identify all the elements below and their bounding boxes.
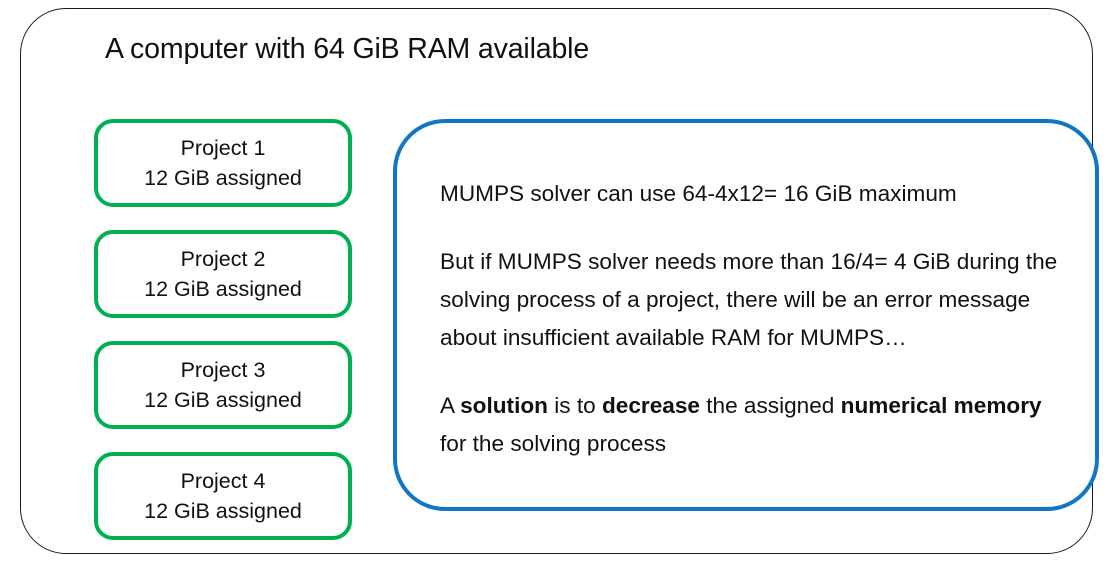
- solution-bold-numerical-memory: numerical memory: [840, 393, 1042, 418]
- project-box-2: Project 2 12 GiB assigned: [94, 230, 352, 318]
- note-paragraph-capacity: MUMPS solver can use 64-4x12= 16 GiB max…: [440, 181, 957, 206]
- solution-text-3: the assigned: [699, 393, 841, 418]
- solution-text-1: A: [440, 393, 461, 418]
- project-name: Project 3: [180, 358, 266, 382]
- mumps-note-container: MUMPS solver can use 64-4x12= 16 GiB max…: [393, 119, 1099, 511]
- note-paragraph-warning: But if MUMPS solver needs more than 16/4…: [440, 249, 1058, 350]
- mumps-note-body: MUMPS solver can use 64-4x12= 16 GiB max…: [440, 175, 1070, 463]
- project-name: Project 1: [180, 136, 266, 160]
- project-memory: 12 GiB assigned: [144, 499, 302, 523]
- solution-bold-solution: solution: [460, 393, 548, 418]
- note-paragraph-solution: A solution is to decrease the assigned n…: [440, 387, 1070, 463]
- solution-bold-decrease: decrease: [601, 393, 700, 418]
- page-title: A computer with 64 GiB RAM available: [105, 33, 590, 65]
- project-memory: 12 GiB assigned: [144, 277, 302, 301]
- project-list: Project 1 12 GiB assigned Project 2 12 G…: [94, 119, 352, 540]
- solution-text-4: for the solving process: [440, 431, 667, 456]
- project-box-3: Project 3 12 GiB assigned: [94, 341, 352, 429]
- project-box-1: Project 1 12 GiB assigned: [94, 119, 352, 207]
- project-name: Project 2: [180, 247, 266, 271]
- computer-container: A computer with 64 GiB RAM available Pro…: [20, 8, 1099, 554]
- project-memory: 12 GiB assigned: [144, 166, 302, 190]
- project-box-4: Project 4 12 GiB assigned: [94, 452, 352, 540]
- solution-text-2: is to: [547, 393, 602, 418]
- project-name: Project 4: [180, 469, 266, 493]
- project-memory: 12 GiB assigned: [144, 388, 302, 412]
